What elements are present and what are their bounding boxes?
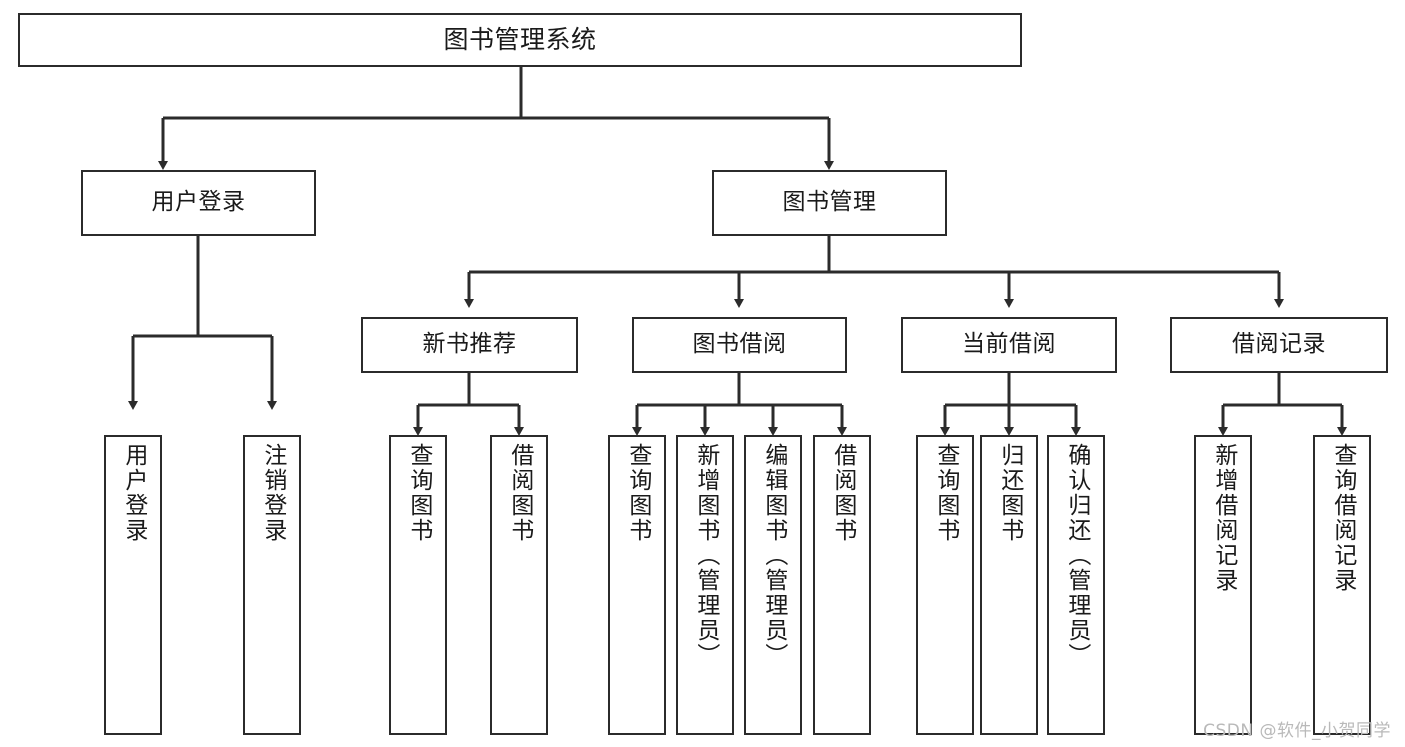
node-book-management[interactable]: 图书管理 [712,170,947,236]
node-user-login[interactable]: 用户登录 [81,170,316,236]
node-label: 新增图书（管理员） [692,443,719,668]
node-label: 归还图书 [996,443,1023,543]
leaf-borrow-edit-book-admin[interactable]: 编辑图书（管理员） [744,435,802,735]
node-label: 查询图书 [624,443,651,543]
leaf-borrow-query-book[interactable]: 查询图书 [608,435,666,735]
node-label: 新增借阅记录 [1210,443,1237,593]
node-label: 确认归还（管理员） [1063,443,1090,668]
leaf-current-return-book[interactable]: 归还图书 [980,435,1038,735]
node-label: 编辑图书（管理员） [760,443,787,668]
node-label: 新书推荐 [422,331,517,358]
leaf-borrow-borrow-book[interactable]: 借阅图书 [813,435,871,735]
node-book-borrow[interactable]: 图书借阅 [632,317,847,373]
leaf-record-query-borrow-record[interactable]: 查询借阅记录 [1313,435,1371,735]
node-label: 用户登录 [120,443,147,543]
node-label: 注销登录 [259,443,286,543]
node-current-borrow[interactable]: 当前借阅 [901,317,1117,373]
node-label: 借阅图书 [829,443,856,543]
node-label: 图书借阅 [692,331,787,358]
leaf-user-login[interactable]: 用户登录 [104,435,162,735]
node-label: 用户登录 [151,189,246,216]
leaf-current-confirm-return-admin[interactable]: 确认归还（管理员） [1047,435,1105,735]
leaf-current-query-book[interactable]: 查询图书 [916,435,974,735]
leaf-recommend-borrow-book[interactable]: 借阅图书 [490,435,548,735]
node-label: 查询借阅记录 [1329,443,1356,593]
node-label: 当前借阅 [962,331,1056,358]
node-label: 查询图书 [405,443,432,543]
leaf-record-add-borrow-record[interactable]: 新增借阅记录 [1194,435,1252,735]
node-label: 借阅记录 [1232,331,1326,358]
csdn-watermark: CSDN @软件_小贺同学 [1203,721,1391,741]
node-label: 图书管理系统 [443,25,597,55]
node-label: 图书管理 [782,189,877,216]
leaf-recommend-query-book[interactable]: 查询图书 [389,435,447,735]
node-new-book-recommend[interactable]: 新书推荐 [361,317,578,373]
node-label: 查询图书 [932,443,959,543]
leaf-borrow-add-book-admin[interactable]: 新增图书（管理员） [676,435,734,735]
node-label: 借阅图书 [506,443,533,543]
node-borrow-record[interactable]: 借阅记录 [1170,317,1388,373]
node-root-system[interactable]: 图书管理系统 [18,13,1022,67]
leaf-user-logout[interactable]: 注销登录 [243,435,301,735]
